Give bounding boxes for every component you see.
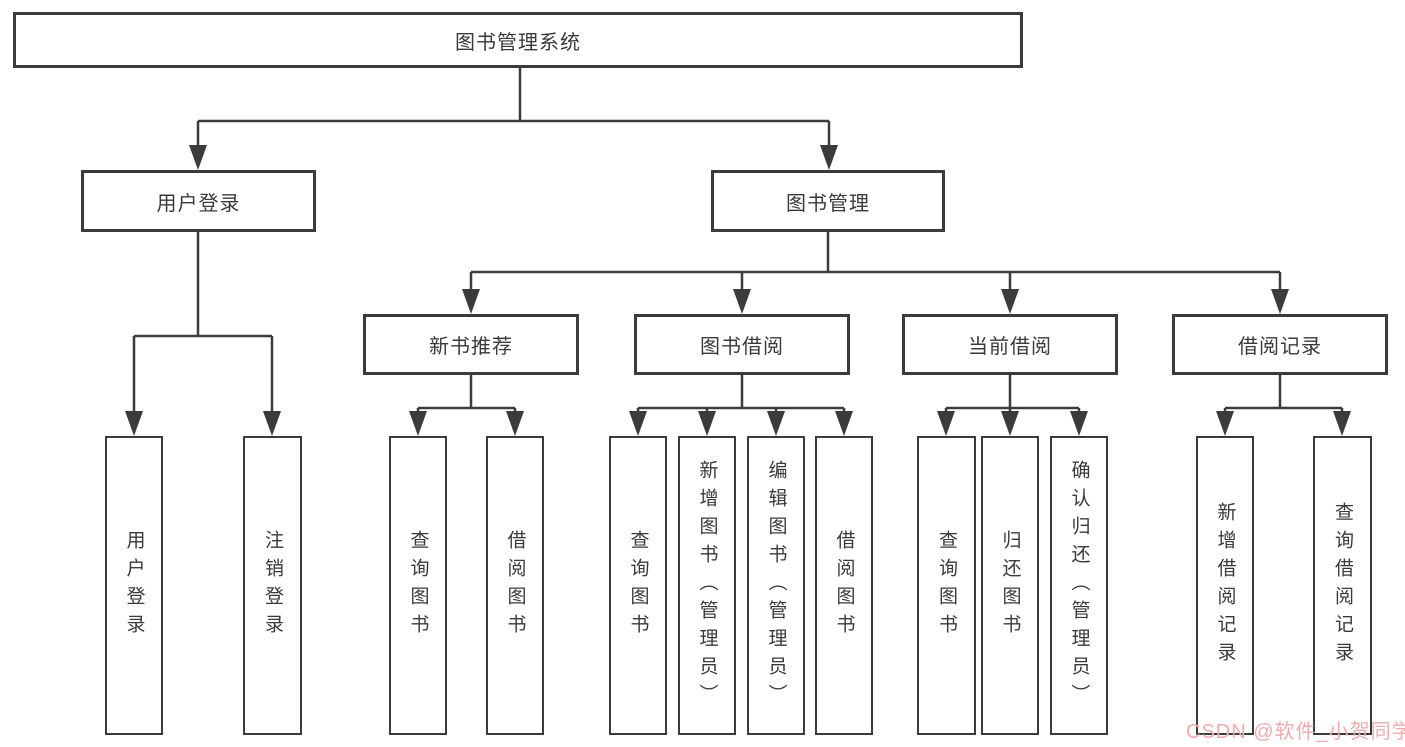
node-borrowing-records: 借阅记录	[1172, 314, 1388, 375]
leaf-edit-book-admin: 编辑图书（管理员）	[747, 436, 805, 735]
leaf-logout: 注销登录	[243, 436, 302, 735]
leaf-label: 新增图书（管理员）	[696, 459, 718, 712]
leaf-label: 用户登录	[123, 529, 145, 642]
leaf-query-books-recommend: 查询图书	[389, 436, 447, 735]
connector-root-to-level1	[189, 68, 838, 170]
node-book-borrowing: 图书借阅	[634, 314, 850, 375]
leaf-borrow-books-recommend: 借阅图书	[486, 436, 544, 735]
leaf-label: 确认归还（管理员）	[1068, 459, 1090, 712]
node-new-book-recommend: 新书推荐	[363, 314, 579, 375]
connector-current-borrowing-to-leaves	[937, 375, 1088, 436]
leaf-label: 注销登录	[262, 529, 283, 642]
leaf-borrow-books-borrowing: 借阅图书	[815, 436, 873, 735]
leaf-label: 借阅图书	[504, 529, 526, 642]
leaf-query-borrow-record: 查询借阅记录	[1313, 436, 1372, 735]
leaf-user-login: 用户登录	[105, 436, 163, 735]
connector-new-book-recommend-to-leaves	[409, 375, 524, 436]
connector-book-borrowing-to-leaves	[629, 375, 853, 436]
leaf-label: 查询图书	[936, 529, 957, 642]
leaf-label: 查询借阅记录	[1332, 501, 1353, 670]
leaf-add-book-admin: 新增图书（管理员）	[678, 436, 736, 735]
leaf-label: 归还图书	[999, 529, 1021, 642]
leaf-query-books-current: 查询图书	[917, 436, 976, 735]
leaf-label: 编辑图书（管理员）	[765, 459, 787, 712]
connector-user-login-to-leaves	[125, 232, 281, 436]
leaf-label: 新增借阅记录	[1214, 501, 1236, 670]
leaf-confirm-return-admin: 确认归还（管理员）	[1050, 436, 1108, 735]
node-book-management: 图书管理	[711, 170, 945, 232]
connector-book-management-to-level2	[462, 232, 1289, 314]
leaf-add-borrow-record: 新增借阅记录	[1196, 436, 1254, 735]
node-user-login: 用户登录	[81, 170, 316, 232]
connector-borrowing-records-to-leaves	[1216, 375, 1351, 436]
leaf-label: 查询图书	[407, 529, 429, 642]
node-root-system: 图书管理系统	[13, 12, 1023, 68]
node-current-borrowing: 当前借阅	[902, 314, 1118, 375]
leaf-label: 借阅图书	[833, 529, 855, 642]
leaf-query-books-borrowing: 查询图书	[609, 436, 667, 735]
leaf-return-books: 归还图书	[981, 436, 1039, 735]
leaf-label: 查询图书	[627, 529, 649, 642]
csdn-watermark: CSDN @软件_小贺同学	[1186, 721, 1405, 743]
